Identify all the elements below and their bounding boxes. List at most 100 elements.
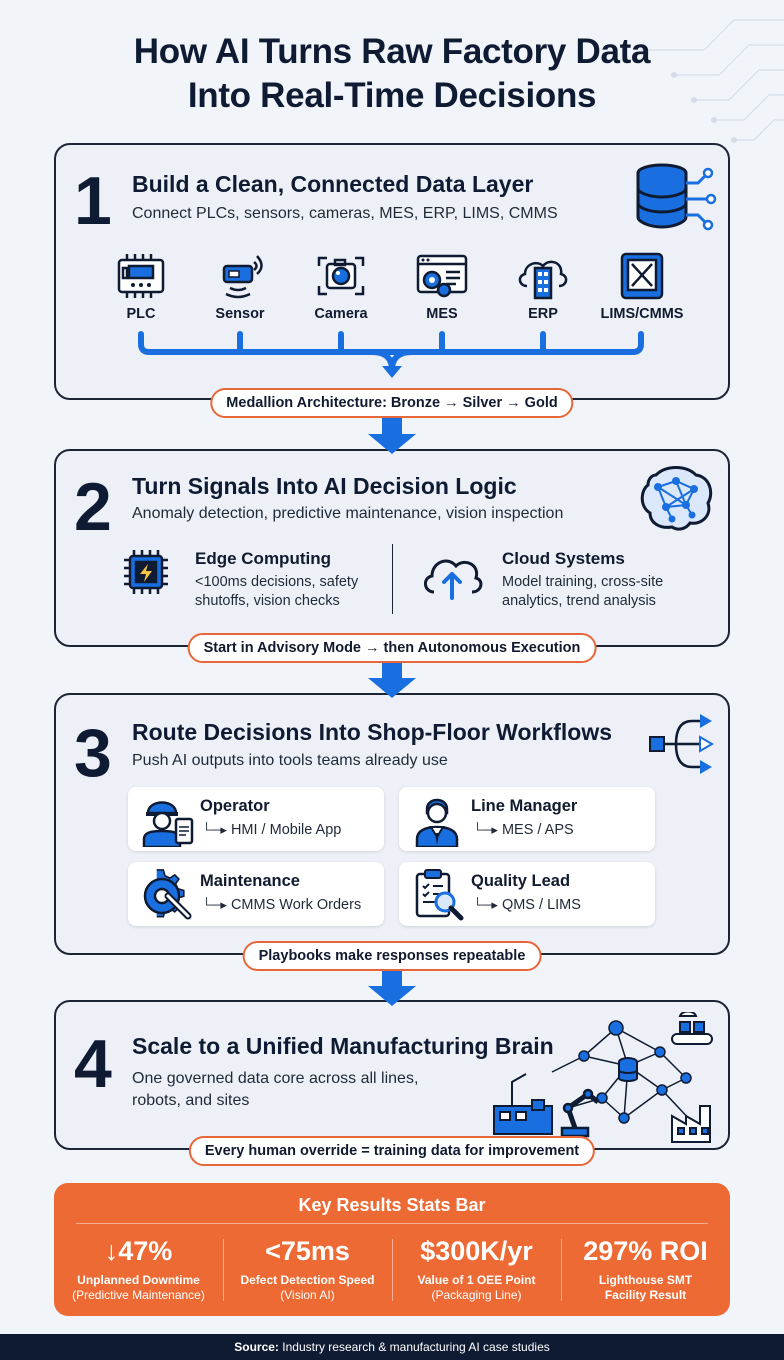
source-sensor: Sensor — [195, 252, 285, 322]
stat-label: Lighthouse SMT — [598, 1273, 693, 1287]
step-2-pill: Start in Advisory Mode → then Autonomous… — [187, 633, 597, 663]
role-tool-text: HMI / Mobile App — [230, 822, 342, 838]
down-arrow-icon — [368, 970, 416, 1006]
step-number: 2 — [74, 469, 112, 545]
stat-sub: Facility Result — [604, 1288, 687, 1302]
clipboard-search-icon — [415, 869, 464, 921]
role-name: Line Manager — [471, 797, 578, 815]
operator-icon — [142, 801, 194, 847]
role-tool: └─▸MES / APS — [473, 822, 574, 838]
source-erp: ERP — [498, 252, 588, 322]
step-subtitle: One governed data core across all lines,… — [132, 1068, 418, 1112]
cloud-text: Model training, cross-site analytics, tr… — [502, 573, 663, 611]
step-title: Build a Clean, Connected Data Layer — [132, 171, 534, 197]
stat-value: <75ms — [265, 1236, 350, 1266]
role-name: Operator — [200, 797, 270, 815]
cloud-line-2: analytics, trend analysis — [502, 593, 656, 609]
step-number: 3 — [74, 715, 112, 791]
source-label: PLC — [126, 306, 156, 322]
step-subtitle-line-1: One governed data core across all lines, — [132, 1070, 419, 1087]
cloud-line-1: Model training, cross-site — [502, 574, 664, 590]
edge-line-2: shutoffs, vision checks — [195, 593, 340, 609]
role-operator: Operator └─▸HMI / Mobile App — [128, 787, 384, 851]
erp-icon — [518, 260, 568, 300]
source-camera: Camera — [296, 252, 386, 322]
title-line-2: Into Real-Time Decisions — [187, 76, 597, 115]
edge-line-1: <100ms decisions, safety — [195, 574, 359, 590]
manager-icon — [415, 798, 459, 847]
stat-divider — [392, 1239, 393, 1301]
stats-title: Key Results Stats Bar — [298, 1195, 486, 1215]
step-1-pill: Medallion Architecture: Bronze → Silver … — [210, 388, 574, 418]
stat-value: ↓47% — [104, 1236, 173, 1266]
source-label: MES — [426, 306, 458, 322]
page-title: How AI Turns Raw Factory Data Into Real-… — [0, 30, 784, 118]
routing-arrows-icon — [649, 714, 714, 774]
source-label: Sensor — [215, 306, 265, 322]
source-plc: PLC — [96, 252, 186, 322]
role-maintenance: Maintenance └─▸CMMS Work Orders — [128, 862, 384, 926]
stat-sub: (Predictive Maintenance) — [72, 1288, 205, 1302]
source-mes: MES — [397, 252, 487, 322]
stat-sub: (Packaging Line) — [431, 1288, 522, 1302]
footer-label: Source: — [234, 1340, 279, 1354]
brain-network-icon — [640, 466, 713, 531]
down-arrow-icon — [368, 662, 416, 698]
gear-wrench-icon — [143, 869, 192, 920]
source-label: LIMS/CMMS — [600, 306, 684, 322]
role-tool: └─▸HMI / Mobile App — [202, 822, 342, 838]
camera-icon — [317, 256, 365, 296]
tools-icon — [620, 252, 664, 300]
database-icon — [636, 163, 717, 231]
step-3-pill: Playbooks make responses repeatable — [242, 941, 542, 971]
step-4-card: 4 Scale to a Unified Manufacturing Brain… — [54, 1000, 730, 1150]
step-subtitle: Push AI outputs into tools teams already… — [132, 752, 448, 769]
step-subtitle-line-2: robots, and sites — [132, 1092, 250, 1109]
stat-detection-speed: <75ms Defect Detection Speed (Vision AI) — [223, 1235, 392, 1303]
step-title: Turn Signals Into AI Decision Logic — [132, 473, 517, 499]
role-quality-lead: Quality Lead └─▸QMS / LIMS — [399, 862, 655, 926]
stat-value: $300K/yr — [420, 1236, 533, 1266]
stat-value: 297% ROI — [583, 1236, 708, 1266]
circuit-decoration-icon — [641, 19, 784, 143]
down-arrow-icon — [368, 418, 416, 454]
role-line-manager: Line Manager └─▸MES / APS — [399, 787, 655, 851]
stat-sub: (Vision AI) — [280, 1288, 335, 1302]
column-divider — [392, 544, 393, 614]
chip-lightning-icon — [124, 550, 168, 594]
stat-divider — [223, 1239, 224, 1301]
stat-roi: 297% ROI Lighthouse SMT Facility Result — [561, 1235, 730, 1303]
step-subtitle: Anomaly detection, predictive maintenanc… — [132, 505, 564, 522]
edge-title: Edge Computing — [195, 549, 331, 568]
stats-bar: Key Results Stats Bar ↓47% Unplanned Dow… — [54, 1183, 730, 1316]
stat-label: Unplanned Downtime — [77, 1273, 200, 1287]
stat-downtime: ↓47% Unplanned Downtime (Predictive Main… — [54, 1235, 223, 1303]
stat-label: Defect Detection Speed — [240, 1273, 375, 1287]
step-1-card: 1 Build a Clean, Connected Data Layer Co… — [54, 143, 730, 400]
role-name: Quality Lead — [471, 872, 571, 890]
stat-label: Value of 1 OEE Point — [417, 1273, 536, 1287]
footer-text: Industry research & manufacturing AI cas… — [278, 1340, 550, 1354]
stat-oee-value: $300K/yr Value of 1 OEE Point (Packaging… — [392, 1235, 561, 1303]
source-label: Camera — [314, 306, 368, 322]
factory-network-icon — [493, 1012, 713, 1143]
source-lims-cmms: LIMS/CMMS — [597, 252, 687, 322]
mes-icon — [416, 254, 468, 298]
role-tool-text: MES / APS — [501, 822, 574, 838]
step-number: 1 — [74, 163, 112, 239]
step-4-pill: Every human override = training data for… — [188, 1136, 596, 1166]
stat-divider — [561, 1239, 562, 1301]
role-tool: └─▸QMS / LIMS — [473, 897, 581, 913]
role-tool-text: QMS / LIMS — [501, 897, 581, 913]
role-tool-text: CMMS Work Orders — [230, 897, 362, 913]
step-subtitle: Connect PLCs, sensors, cameras, MES, ERP… — [132, 205, 558, 222]
plc-icon — [117, 254, 165, 298]
cloud-title: Cloud Systems — [502, 549, 625, 568]
step-title: Scale to a Unified Manufacturing Brain — [132, 1033, 554, 1059]
source-footer: Source: Industry research & manufacturin… — [0, 1334, 784, 1360]
source-label: ERP — [528, 306, 558, 322]
step-title: Route Decisions Into Shop-Floor Workflow… — [132, 719, 613, 745]
edge-text: <100ms decisions, safety shutoffs, visio… — [195, 573, 358, 611]
role-name: Maintenance — [200, 872, 300, 890]
